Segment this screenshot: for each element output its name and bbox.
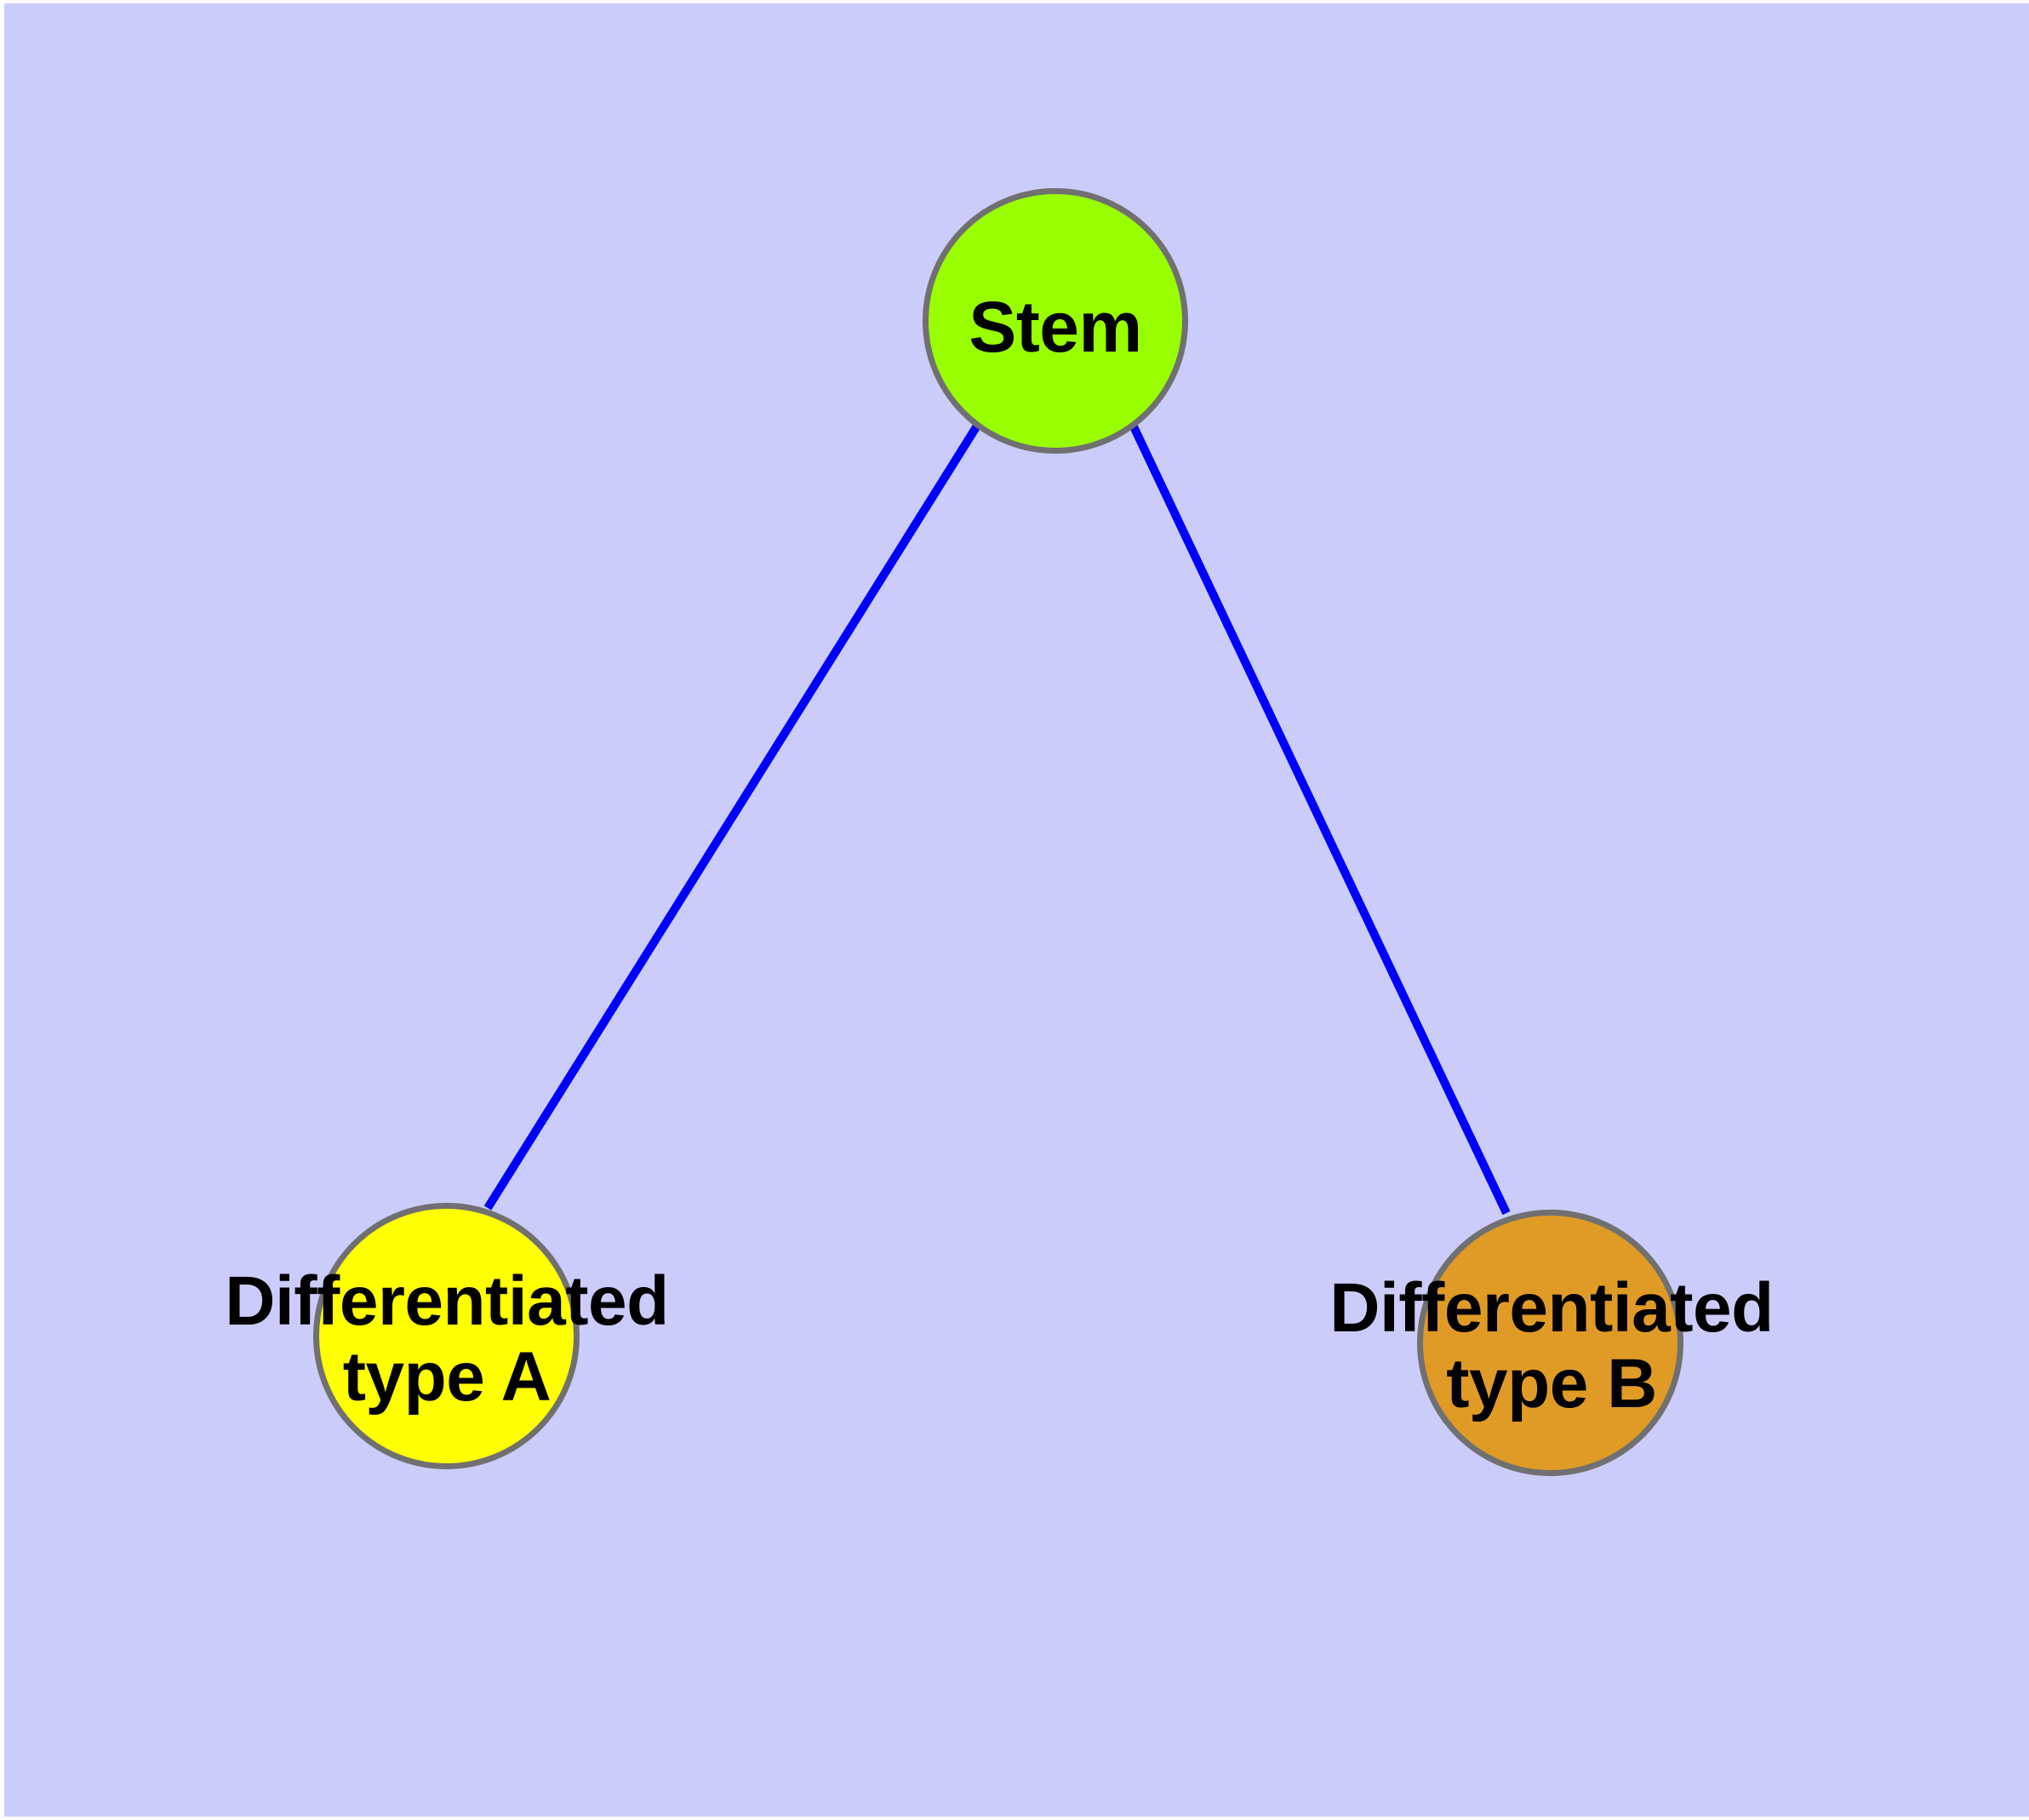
node-differentiated-type-b[interactable] [1417, 1210, 1683, 1476]
edge-stem-to-diff-a[interactable] [483, 421, 983, 1210]
edge-stem-to-diff-b[interactable] [1128, 421, 1511, 1216]
graph-canvas: Stem Differentiated type A Differentiate… [4, 3, 2029, 1817]
node-differentiated-type-a[interactable] [313, 1203, 580, 1469]
node-stem[interactable] [923, 188, 1188, 454]
edge-layer [483, 421, 1511, 1216]
